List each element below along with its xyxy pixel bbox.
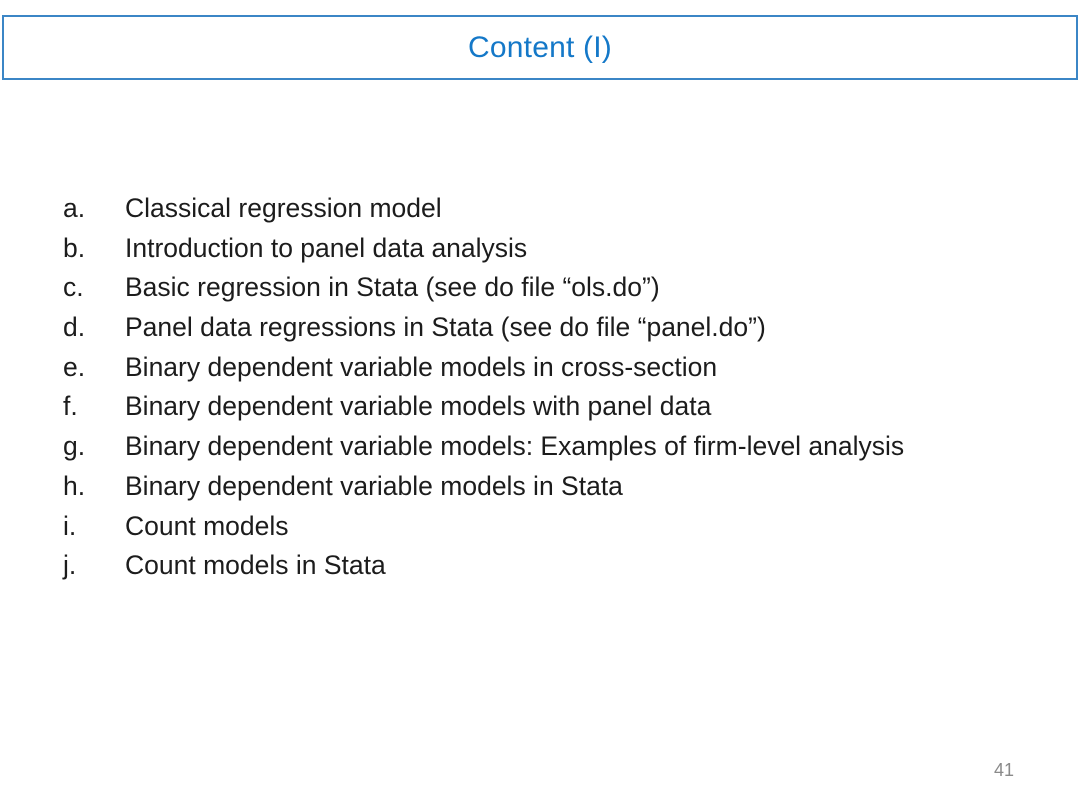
list-item-letter: d. [63, 312, 86, 343]
list-item-letter: i. [63, 510, 77, 541]
list-item-text: Binary dependent variable models in Stat… [125, 470, 623, 501]
list-item-text: Basic regression in Stata (see do file “… [125, 272, 660, 303]
list-item-text: Binary dependent variable models: Exampl… [125, 431, 905, 462]
list-item-letter: f. [63, 391, 78, 422]
list-item: f. Binary dependent variable models with… [63, 387, 1023, 427]
list-item-text: Count models in Stata [125, 550, 386, 581]
list-item-text: Panel data regressions in Stata (see do … [125, 312, 766, 343]
list-item: h. Binary dependent variable models in S… [63, 467, 1023, 507]
list-item-letter: b. [63, 232, 86, 263]
list-item-text: Introduction to panel data analysis [125, 232, 528, 263]
list-item-text: Binary dependent variable models in cros… [125, 351, 718, 382]
list-item-letter: g. [63, 431, 86, 462]
list-item-text: Classical regression model [125, 193, 442, 223]
list-item: g. Binary dependent variable models: Exa… [63, 427, 1023, 467]
page-title: Content (I) [468, 30, 612, 64]
list-item-letter: c. [63, 272, 84, 303]
list-item-letter: a. [63, 193, 86, 223]
content-list: a. Classical regression model b. Introdu… [63, 189, 1023, 586]
title-box: Content (I) [2, 15, 1078, 80]
list-item-letter: h. [63, 470, 86, 501]
list-item: c. Basic regression in Stata (see do fil… [63, 268, 1023, 308]
list-item: a. Classical regression model [63, 189, 1023, 229]
list-item-letter: j. [63, 550, 77, 581]
list-item-text: Binary dependent variable models with pa… [125, 391, 712, 422]
list-item-text: Count models [125, 510, 289, 541]
list-item: j. Count models in Stata [63, 546, 1023, 586]
list-item: d. Panel data regressions in Stata (see … [63, 308, 1023, 348]
page-number: 41 [994, 760, 1015, 780]
list-item: b. Introduction to panel data analysis [63, 229, 1023, 269]
list-item: i. Count models [63, 507, 1023, 547]
list-item: e. Binary dependent variable models in c… [63, 348, 1023, 388]
list-item-letter: e. [63, 351, 86, 382]
